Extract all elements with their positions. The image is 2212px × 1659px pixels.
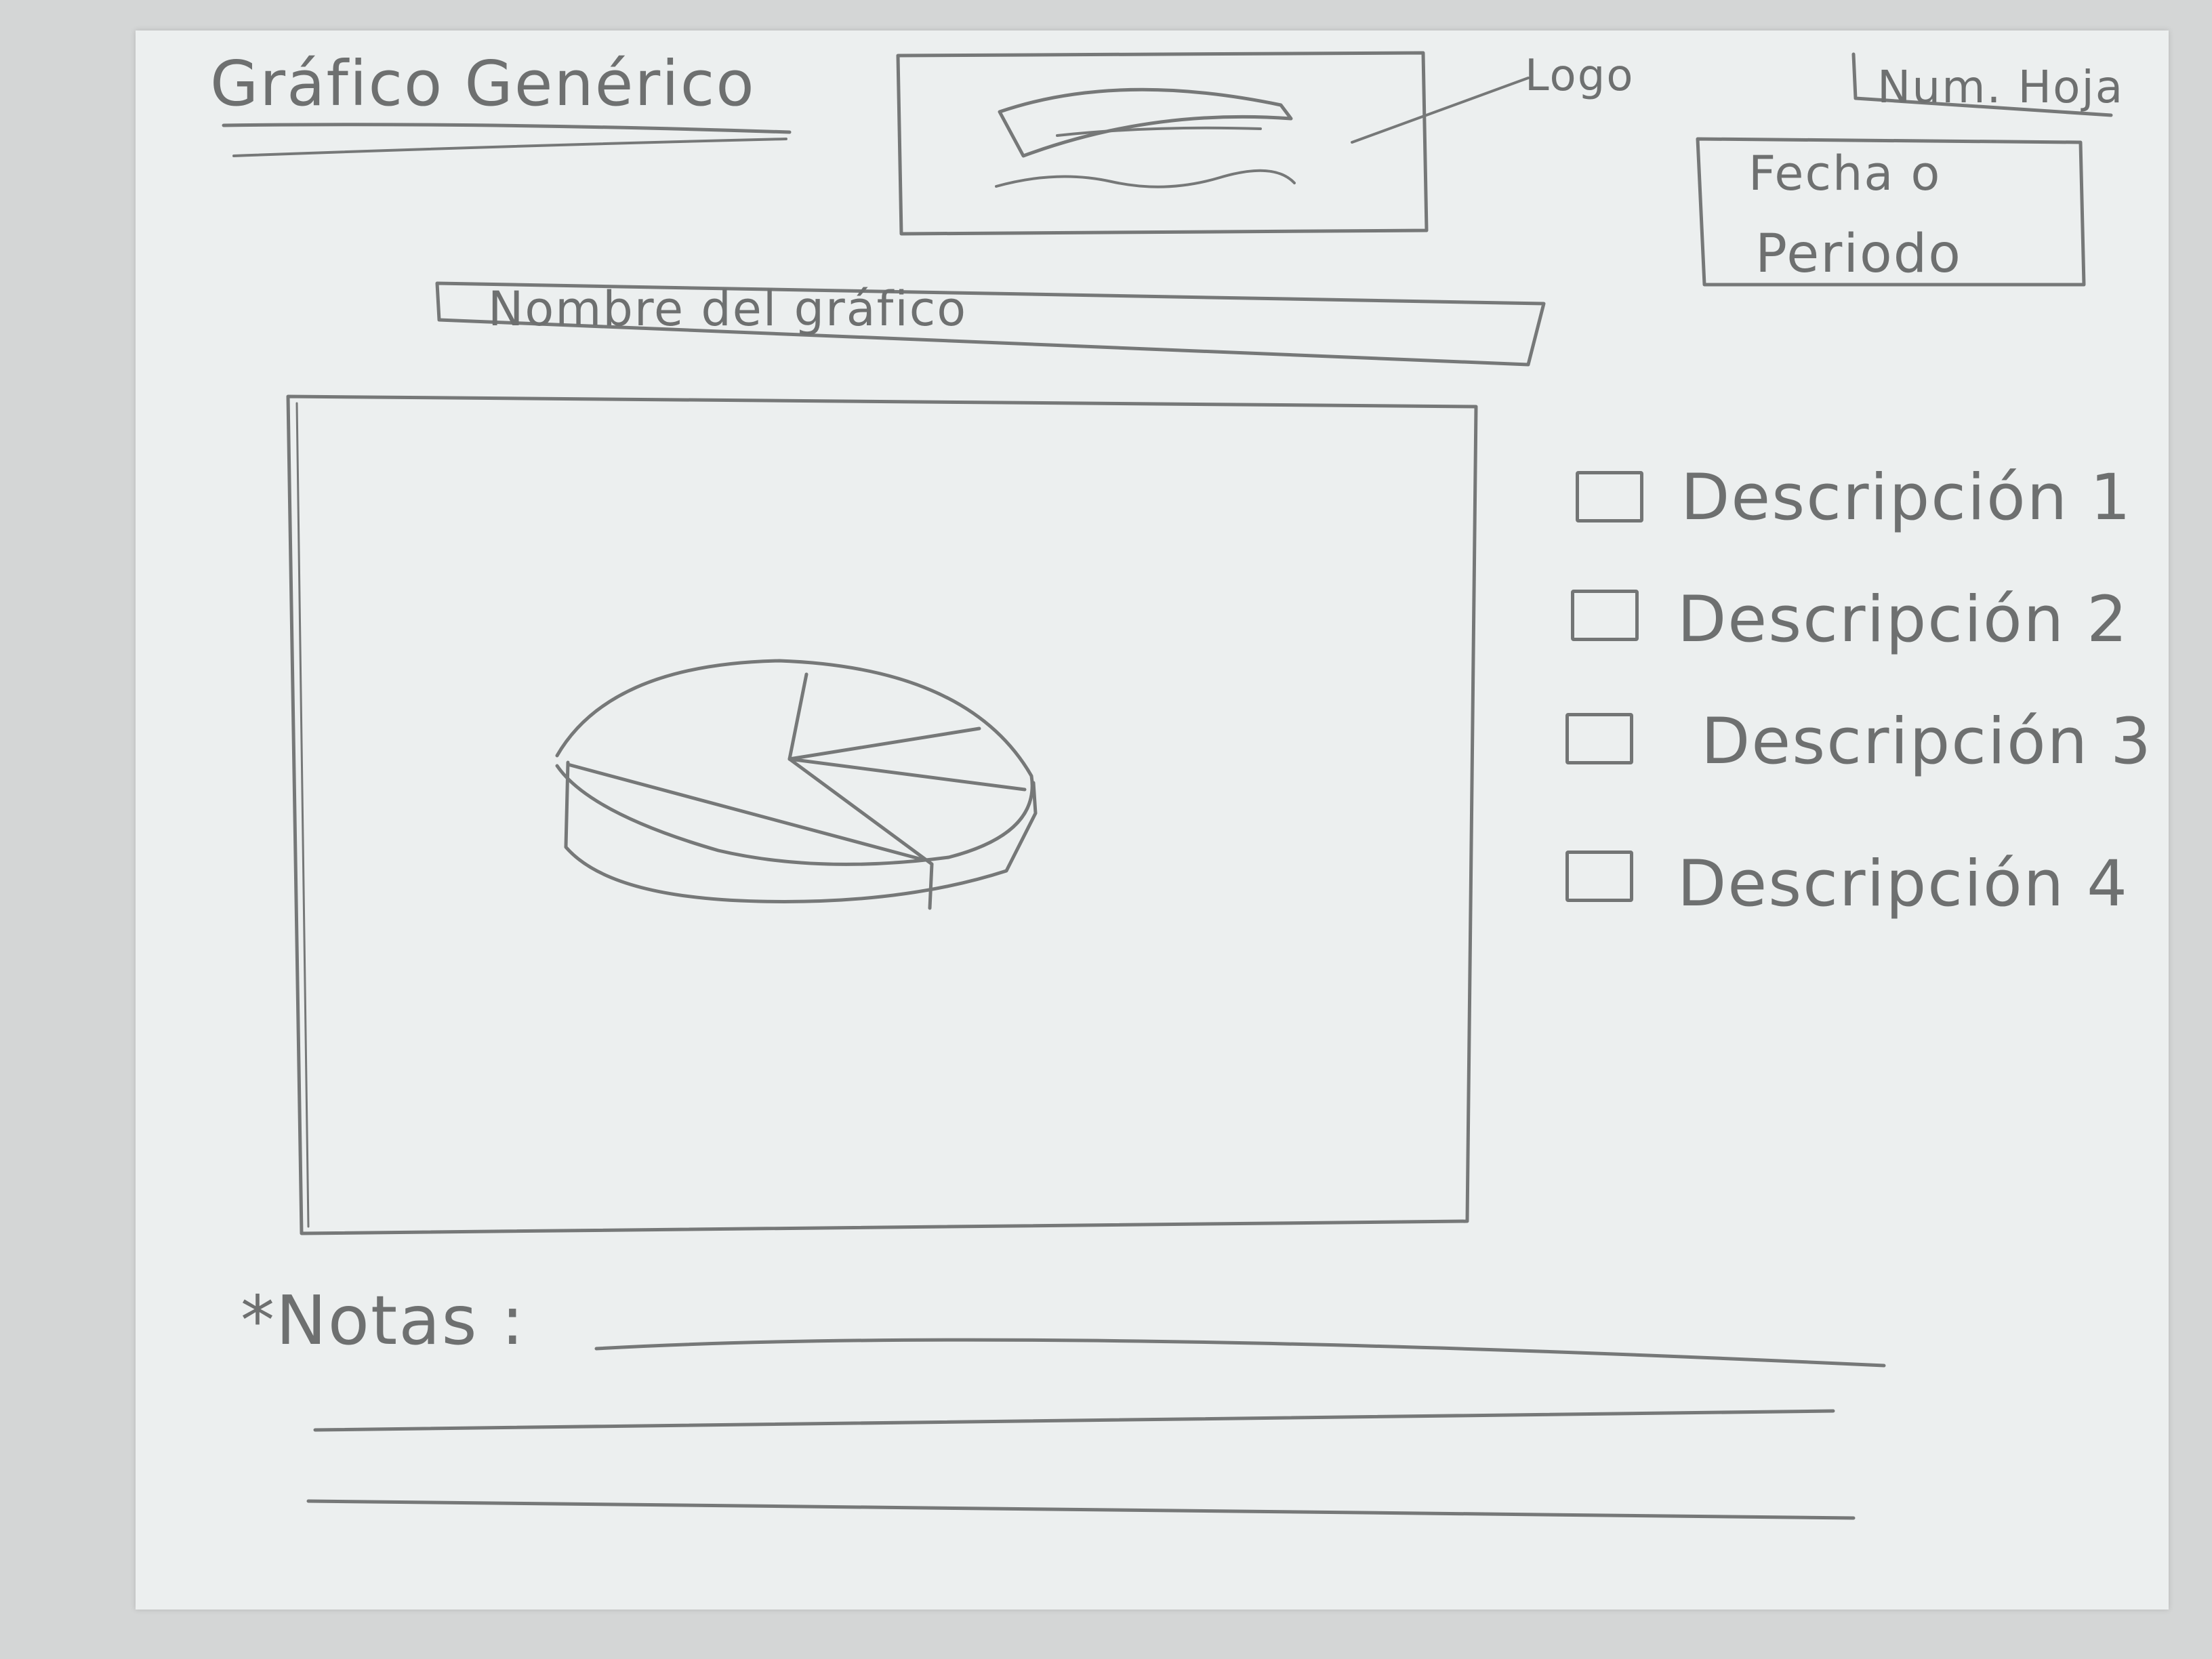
date-label-line-2: Periodo: [1755, 224, 1962, 285]
notes-line-3: [306, 1499, 1856, 1520]
legend-checkbox-2[interactable]: [1571, 590, 1639, 641]
page-title: Gráfico Genérico: [210, 47, 756, 120]
date-box: [1696, 137, 2086, 287]
notes-line-1: [594, 1338, 1886, 1368]
logo-pointer-line: [1351, 77, 1530, 144]
sketch-paper: [136, 30, 2169, 1610]
notes-label: *Notas :: [241, 1281, 526, 1360]
pie-chart-icon: [555, 659, 1038, 910]
notes-line-2: [313, 1409, 1835, 1432]
date-label-line-1: Fecha o: [1748, 146, 1942, 201]
title-underline: [222, 123, 792, 134]
legend-label-4: Descripción 4: [1677, 847, 2129, 921]
legend-label-1: Descripción 1: [1681, 461, 2132, 535]
legend-checkbox-1[interactable]: [1576, 471, 1643, 523]
logo-label: Logo: [1525, 51, 1635, 101]
chart-name-box: [435, 281, 1546, 367]
chart-name-label: Nombre del gráfico: [488, 281, 968, 337]
legend-label-2: Descripción 2: [1677, 583, 2129, 657]
logo-box: [896, 51, 1429, 236]
legend-checkbox-3[interactable]: [1565, 713, 1633, 764]
chart-frame: [286, 394, 1478, 1235]
page-number-label: Num. Hoja: [1877, 61, 2125, 113]
legend-checkbox-4[interactable]: [1565, 851, 1633, 902]
page-number-bracket: [1851, 52, 2113, 117]
title-underline-2: [232, 138, 787, 157]
legend-label-3: Descripción 3: [1701, 705, 2152, 779]
logo-icon: [995, 87, 1296, 188]
